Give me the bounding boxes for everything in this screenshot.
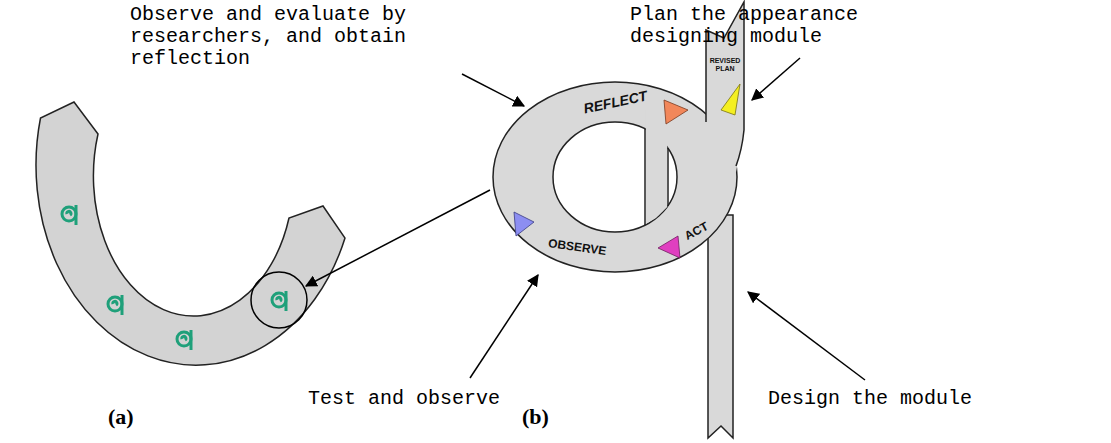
callout-text: Observe and evaluate by researchers, and…	[130, 4, 420, 70]
leader-arrow	[470, 275, 538, 378]
panel-letter: (b)	[522, 404, 549, 430]
highlight-circle	[251, 272, 307, 328]
leader-arrow	[752, 58, 800, 100]
inner-strip-edge	[667, 148, 669, 206]
observe-triangle	[514, 212, 534, 236]
reflect-triangle	[664, 100, 688, 124]
callout-text: Design the module	[768, 388, 972, 410]
inner-strip-edge	[644, 129, 646, 225]
stage-label: REVISED PLAN	[707, 57, 743, 72]
spiral-tail	[708, 215, 733, 438]
act-triangle	[658, 236, 680, 258]
stage-label: ACT	[682, 219, 710, 243]
crescent-band	[36, 102, 345, 365]
cycle-icon	[62, 205, 76, 225]
zoom-arrow	[306, 190, 490, 286]
stage-label: REFLECT	[582, 87, 648, 116]
cycle-icon	[108, 295, 122, 315]
callout-text: Plan the appearance designing module	[630, 4, 880, 48]
plan-triangle	[721, 84, 740, 115]
leader-arrow	[748, 292, 865, 380]
panel-letter: (a)	[108, 404, 134, 430]
leader-arrow	[462, 74, 524, 106]
inner-strip	[646, 110, 667, 224]
cycle-icon	[272, 291, 286, 311]
spiral-ring	[493, 82, 737, 272]
callout-text: Test and observe	[308, 388, 500, 410]
cycle-icon	[177, 330, 191, 350]
stage-label: OBSERVE	[547, 236, 607, 258]
